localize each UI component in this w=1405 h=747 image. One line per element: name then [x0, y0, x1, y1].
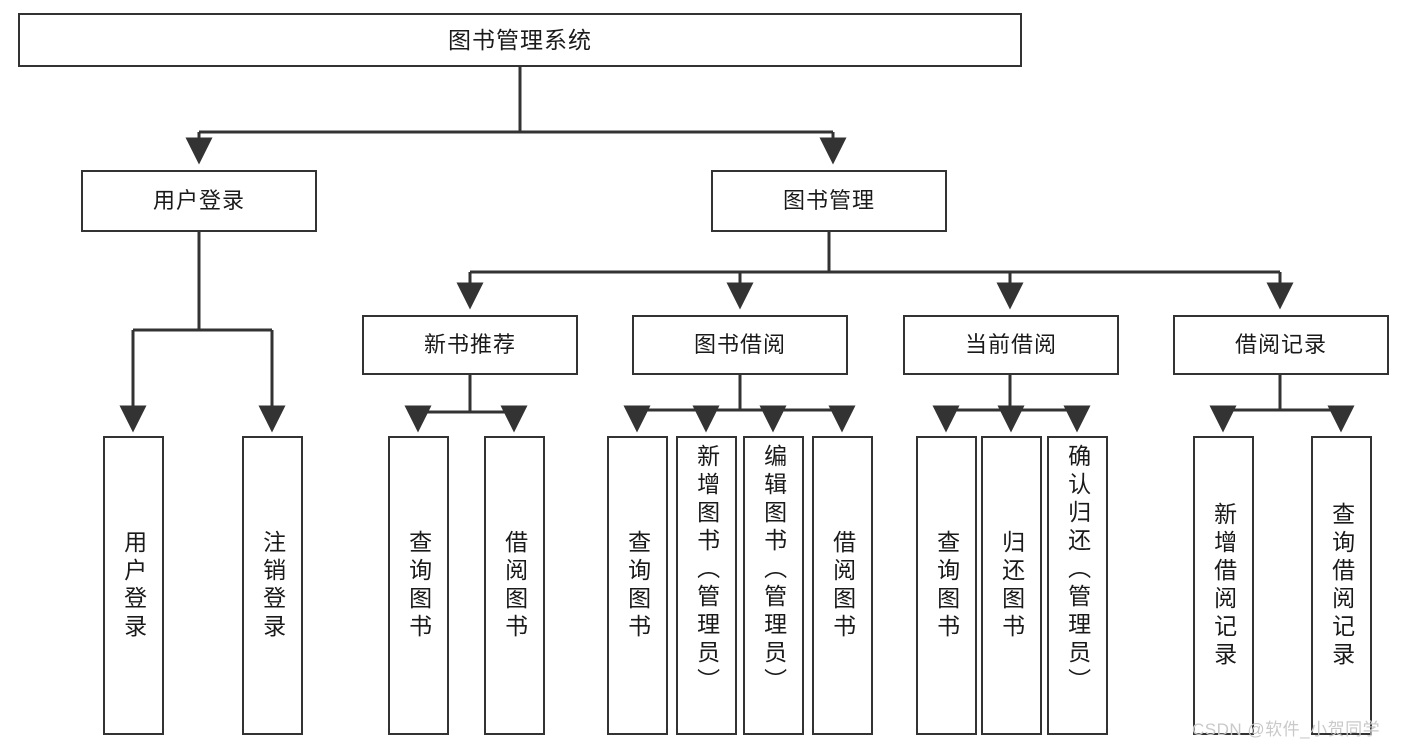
node-label: 注销登录 [259, 529, 286, 642]
leaf-user-login-signin[interactable]: 用户登录 [103, 436, 164, 735]
leaf-recommend-borrow-book[interactable]: 借阅图书 [484, 436, 545, 735]
node-label: 图书借阅 [693, 332, 786, 357]
node-book-management[interactable]: 图书管理 [711, 170, 947, 232]
node-user-login[interactable]: 用户登录 [81, 170, 317, 232]
node-label: 图书管理 [782, 188, 875, 213]
node-label: 借阅记录 [1234, 332, 1327, 357]
leaf-current-query-book[interactable]: 查询图书 [916, 436, 977, 735]
node-label: 新书推荐 [423, 332, 516, 357]
leaf-current-return-book[interactable]: 归还图书 [981, 436, 1042, 735]
node-current-borrow[interactable]: 当前借阅 [903, 315, 1119, 375]
node-label: 当前借阅 [964, 332, 1057, 357]
node-label: 新增图书（管理员） [693, 444, 720, 696]
node-label: 用户登录 [120, 529, 147, 642]
node-new-book-recommend[interactable]: 新书推荐 [362, 315, 578, 375]
node-label: 借阅图书 [501, 529, 528, 642]
node-label: 用户登录 [152, 188, 245, 213]
leaf-borrow-query-book[interactable]: 查询图书 [607, 436, 668, 735]
leaf-borrow-edit-book[interactable]: 编辑图书（管理员） [743, 436, 804, 735]
node-label: 图书管理系统 [448, 26, 592, 53]
node-book-borrow[interactable]: 图书借阅 [632, 315, 848, 375]
node-label: 查询图书 [624, 529, 651, 642]
node-label: 查询图书 [933, 529, 960, 642]
node-label: 确认归还（管理员） [1064, 444, 1091, 696]
node-label: 查询图书 [405, 529, 432, 642]
node-borrow-record[interactable]: 借阅记录 [1173, 315, 1389, 375]
leaf-borrow-add-book[interactable]: 新增图书（管理员） [676, 436, 737, 735]
node-root-system[interactable]: 图书管理系统 [18, 13, 1022, 67]
node-label: 新增借阅记录 [1210, 501, 1237, 670]
leaf-user-login-signout[interactable]: 注销登录 [242, 436, 303, 735]
leaf-current-confirm-return[interactable]: 确认归还（管理员） [1047, 436, 1108, 735]
node-label: 借阅图书 [829, 529, 856, 642]
leaf-record-add-record[interactable]: 新增借阅记录 [1193, 436, 1254, 735]
node-label: 查询借阅记录 [1328, 501, 1355, 670]
leaf-record-query-record[interactable]: 查询借阅记录 [1311, 436, 1372, 735]
leaf-recommend-query-book[interactable]: 查询图书 [388, 436, 449, 735]
leaf-borrow-borrow-book[interactable]: 借阅图书 [812, 436, 873, 735]
node-label: 编辑图书（管理员） [760, 444, 787, 696]
node-label: 归还图书 [998, 529, 1025, 642]
